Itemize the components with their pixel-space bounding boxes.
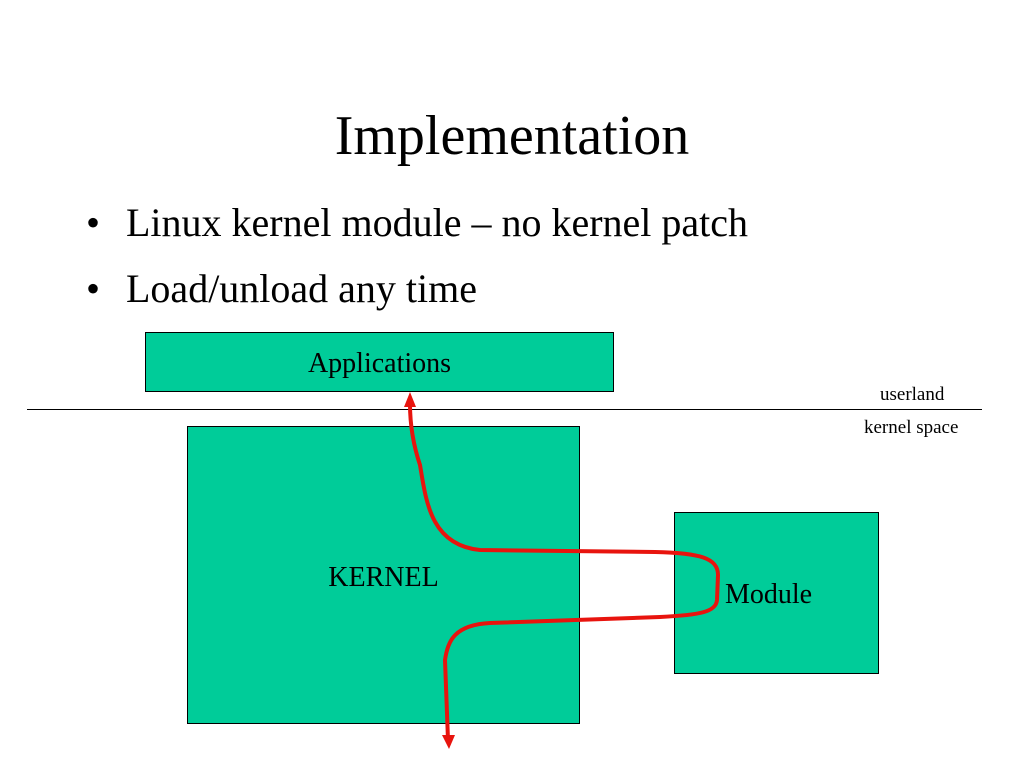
- slide-title: Implementation: [334, 105, 690, 167]
- bullet-item: • Load/unload any time: [86, 262, 748, 316]
- arrow-down-icon: [442, 735, 455, 749]
- kernel-box: KERNEL: [187, 426, 580, 724]
- kernel-label: KERNEL: [328, 562, 439, 593]
- bullet-list: • Linux kernel module – no kernel patch …: [86, 196, 748, 328]
- kernel-space-label: kernel space: [864, 417, 959, 438]
- userland-kernel-divider: [27, 409, 982, 410]
- applications-label: Applications: [307, 348, 452, 379]
- bullet-text: Load/unload any time: [126, 266, 478, 311]
- bullet-text: Linux kernel module – no kernel patch: [126, 200, 749, 245]
- arrow-up-icon: [404, 392, 416, 407]
- applications-box: Applications: [145, 332, 614, 392]
- bullet-item: • Linux kernel module – no kernel patch: [86, 196, 748, 250]
- bullet-dot-icon: •: [86, 200, 101, 245]
- module-box: Module: [674, 512, 879, 674]
- module-label: Module: [725, 579, 813, 610]
- bullet-dot-icon: •: [86, 266, 101, 311]
- userland-label: userland: [880, 384, 945, 405]
